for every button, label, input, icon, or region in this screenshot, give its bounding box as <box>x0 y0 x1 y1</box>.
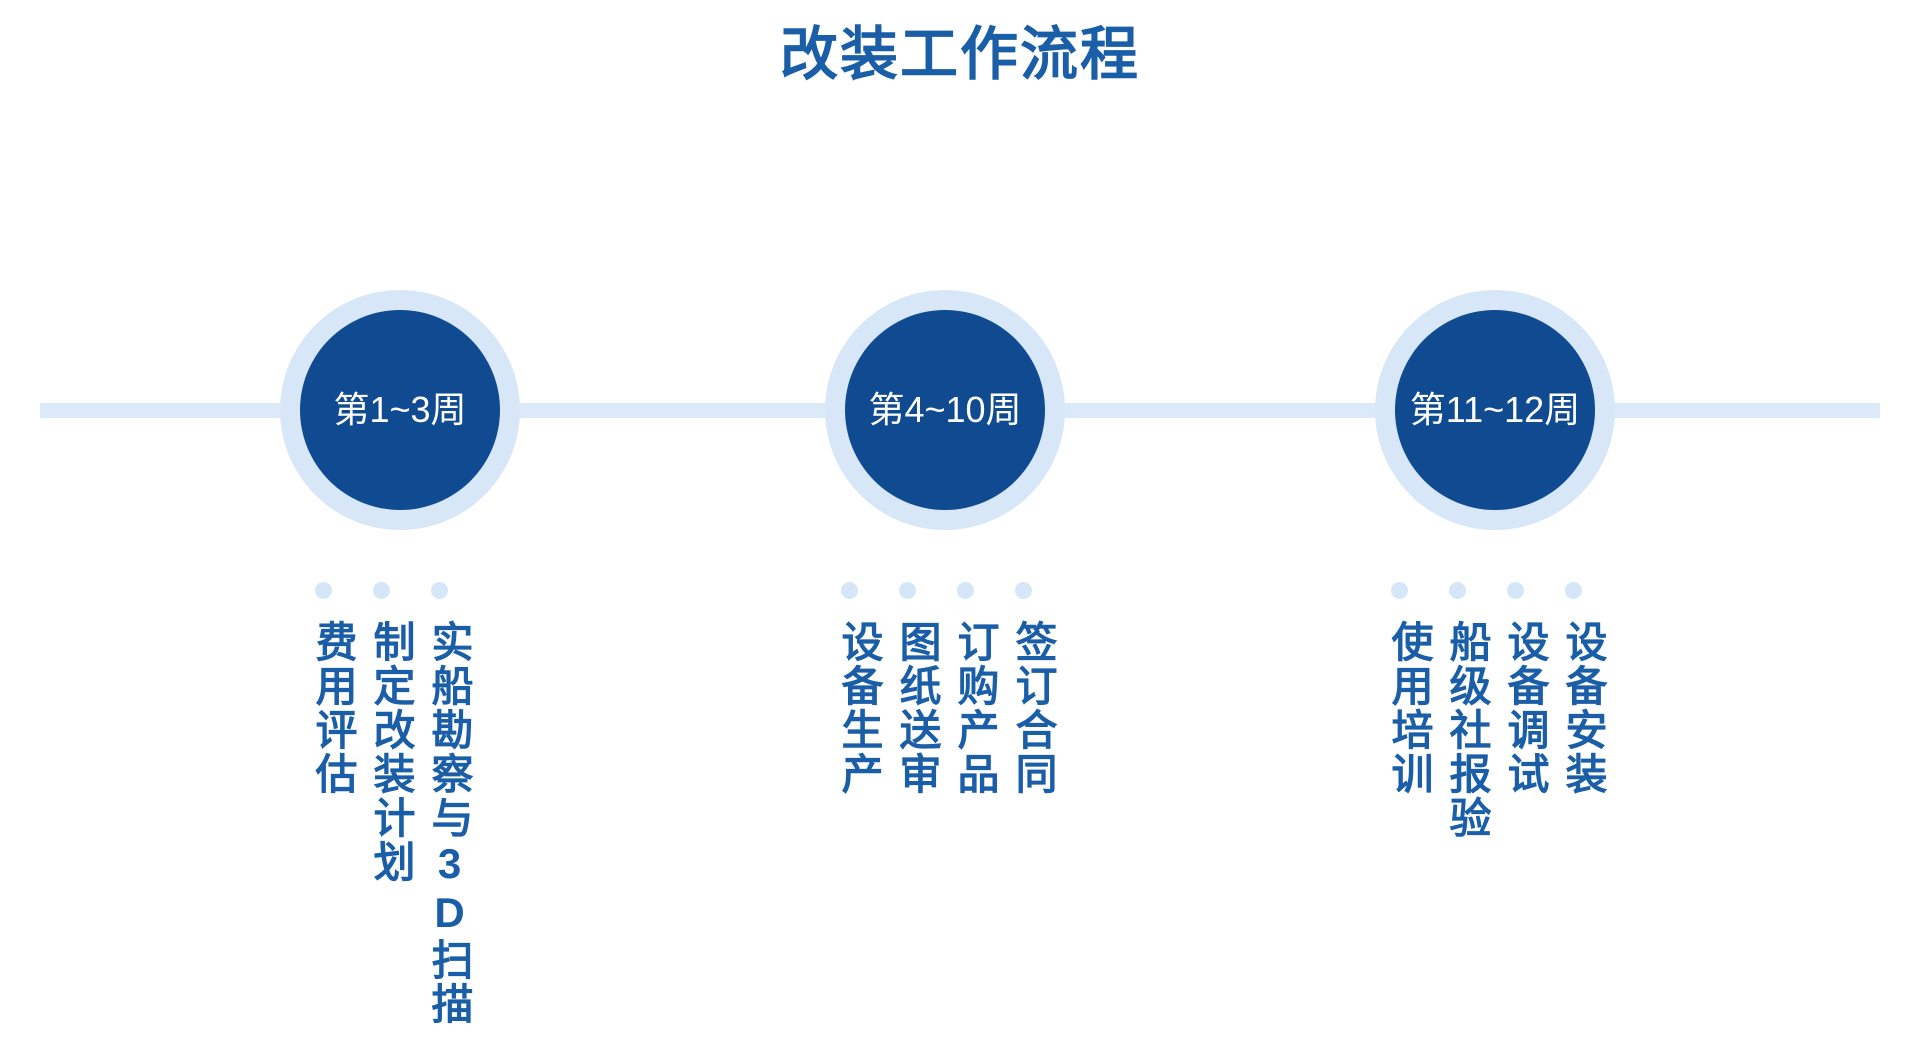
page-title: 改装工作流程 <box>779 22 1140 87</box>
task-label: 制定改装计划 <box>368 620 415 884</box>
task-dot-icon <box>1449 582 1466 599</box>
stage-2-period-label: 第4~10周 <box>868 389 1022 430</box>
task-dot-icon <box>1015 582 1032 599</box>
task-label: 签订合同 <box>1010 620 1057 796</box>
task-dot-icon <box>1391 582 1408 599</box>
task-label: 订购产品 <box>952 620 999 796</box>
task-label: 船级社报验 <box>1444 620 1491 840</box>
task-label: 费用评估 <box>310 620 357 796</box>
task-dot-icon <box>1565 582 1582 599</box>
stage-circle-1-inner: 第1~3周 <box>300 310 500 510</box>
task-label: 设备安装 <box>1560 620 1607 796</box>
stage-1-period-label: 第1~3周 <box>333 389 467 430</box>
stage-circle-3-inner: 第11~12周 <box>1395 310 1595 510</box>
stage-2-task-labels: 签订合同 订购产品 图纸送审 设备生产 <box>826 620 1058 796</box>
task-dot-icon <box>841 582 858 599</box>
task-dot-icon <box>1507 582 1524 599</box>
task-dot-icon <box>315 582 332 599</box>
task-label: 设备生产 <box>836 620 883 796</box>
task-dot-icon <box>373 582 390 599</box>
stage-circle-2[interactable]: 第4~10周 <box>825 290 1065 530</box>
task-dot-icon <box>957 582 974 599</box>
stage-3-dot-row <box>1391 582 1582 599</box>
task-label: 设备调试 <box>1502 620 1549 796</box>
stage-circle-1[interactable]: 第1~3周 <box>280 290 520 530</box>
stage-circle-3[interactable]: 第11~12周 <box>1375 290 1615 530</box>
stage-3-task-labels: 设备安装 设备调试 船级社报验 使用培训 <box>1376 620 1608 840</box>
stage-1-task-labels: 实船勘察与3D扫描 制定改装计划 费用评估 <box>300 620 474 1026</box>
stage-circle-2-inner: 第4~10周 <box>845 310 1045 510</box>
task-dot-icon <box>899 582 916 599</box>
task-label: 实船勘察与3D扫描 <box>426 620 473 1026</box>
task-label: 图纸送审 <box>894 620 941 796</box>
stage-1-dot-row <box>315 582 448 599</box>
stage-3-period-label: 第11~12周 <box>1409 389 1581 430</box>
stage-2-dot-row <box>841 582 1032 599</box>
task-label: 使用培训 <box>1386 620 1433 796</box>
task-dot-icon <box>431 582 448 599</box>
